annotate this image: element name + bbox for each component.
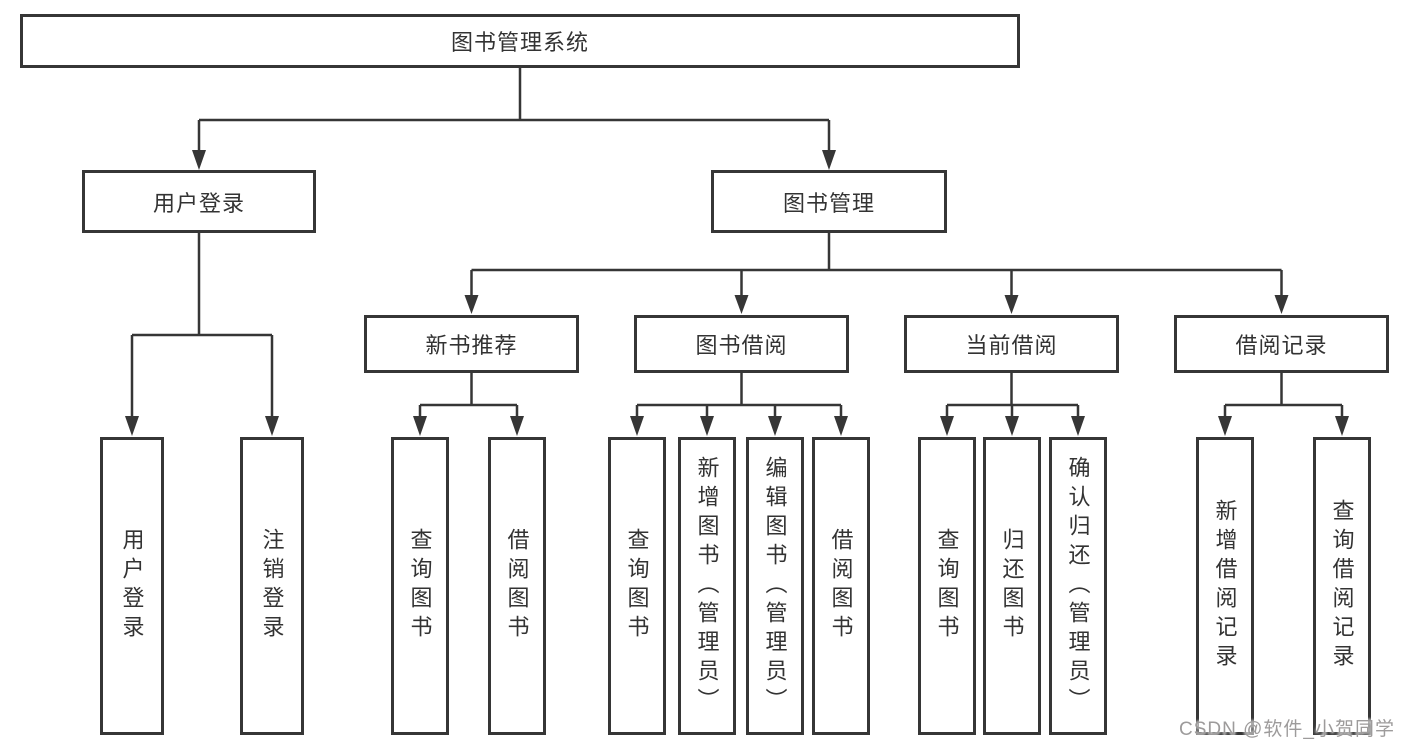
node-book-management: 图书管理 (711, 170, 947, 233)
node-new-book-recommend: 新书推荐 (364, 315, 579, 373)
leaf-label: 借阅图书 (828, 528, 854, 644)
leaf-label: 注销登录 (259, 528, 285, 644)
node-borrow-records: 借阅记录 (1174, 315, 1389, 373)
leaf-label: 查询图书 (934, 528, 960, 644)
node-book-borrow: 图书借阅 (634, 315, 849, 373)
leaf-user-login: 用户登录 (100, 437, 164, 735)
leaf-borrow-edit-books-admin: 编辑图书（管理员） (746, 437, 804, 735)
leaf-label: 新增图书（管理员） (694, 455, 720, 717)
connector-userlogin-to-leaves (130, 233, 274, 418)
connector-bookmgmt-to-level3 (470, 233, 1283, 297)
connector-currentborrow-to-leaves (945, 373, 1080, 418)
leaf-borrow-query-books: 查询图书 (608, 437, 666, 735)
leaf-label: 查询借阅记录 (1329, 499, 1355, 673)
leaf-label: 借阅图书 (504, 528, 530, 644)
connector-borrowrecord-to-leaves (1223, 373, 1344, 418)
connector-newbook-to-leaves (418, 373, 519, 418)
connector-root-to-level2 (197, 68, 831, 152)
leaf-current-return-books: 归还图书 (983, 437, 1041, 735)
leaf-borrow-borrow-books: 借阅图书 (812, 437, 870, 735)
leaf-label: 确认归还（管理员） (1065, 455, 1091, 717)
watermark: CSDN @软件_小贺同学 (1179, 719, 1395, 740)
leaf-label: 查询图书 (407, 528, 433, 644)
leaf-label: 新增借阅记录 (1212, 499, 1238, 673)
leaf-newbook-query-books: 查询图书 (391, 437, 449, 735)
node-user-login: 用户登录 (82, 170, 316, 233)
leaf-label: 归还图书 (999, 528, 1025, 644)
node-current-borrow: 当前借阅 (904, 315, 1119, 373)
leaf-logout: 注销登录 (240, 437, 304, 735)
leaf-current-confirm-return-admin: 确认归还（管理员） (1049, 437, 1107, 735)
leaf-label: 查询图书 (624, 528, 650, 644)
leaf-record-add: 新增借阅记录 (1196, 437, 1254, 735)
leaf-current-query-books: 查询图书 (918, 437, 976, 735)
node-root: 图书管理系统 (20, 14, 1020, 68)
leaf-record-query: 查询借阅记录 (1313, 437, 1371, 735)
leaf-label: 编辑图书（管理员） (762, 455, 788, 717)
leaf-label: 用户登录 (119, 528, 145, 644)
leaf-newbook-borrow-books: 借阅图书 (488, 437, 546, 735)
leaf-borrow-add-books-admin: 新增图书（管理员） (678, 437, 736, 735)
connector-bookborrow-to-leaves (635, 373, 843, 418)
